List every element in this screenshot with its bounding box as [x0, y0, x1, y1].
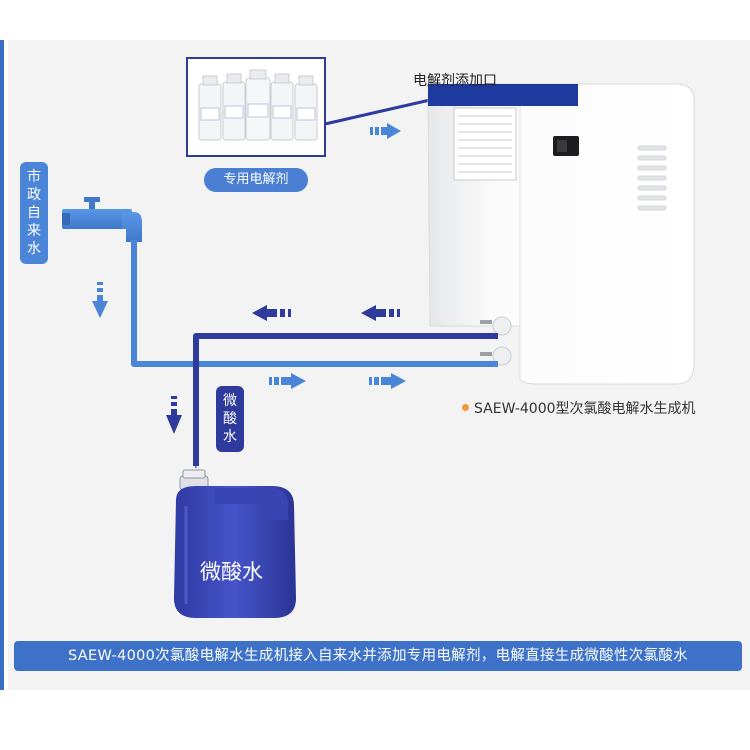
acid-water-char: 水	[223, 429, 237, 445]
acid-down-arrow	[166, 396, 182, 434]
bottle-2	[222, 73, 246, 141]
tap-water-char: 水	[27, 241, 41, 257]
tap-water-char: 来	[27, 223, 41, 239]
return-arrow-2	[361, 305, 400, 321]
tap-water-char: 政	[27, 187, 41, 203]
inlet-flow-arrow	[370, 123, 401, 139]
return-arrow-1	[252, 305, 291, 321]
tap-water-char: 自	[27, 205, 41, 221]
acid-water-char: 微	[223, 393, 237, 409]
acid-water-pipe	[193, 333, 498, 466]
electrolysis-machine	[427, 83, 695, 385]
supply-arrow-1	[269, 373, 306, 389]
jug-label: 微酸水	[200, 560, 263, 584]
machine-caption: SAEW-4000型次氯酸电解水生成机	[474, 401, 696, 417]
tap-water-char: 市	[27, 169, 41, 185]
tap-faucet	[62, 197, 142, 242]
acid-water-jug	[174, 469, 296, 618]
bottom-banner: SAEW-4000次氯酸电解水生成机接入自来水并添加专用电解剂，电解直接生成微酸…	[14, 641, 742, 671]
tap-down-arrow	[92, 282, 108, 318]
outlet-port	[492, 316, 512, 336]
spec-label	[453, 107, 517, 181]
electrolyte-inlet-lid	[428, 84, 578, 106]
electrolyte-bottles-image	[186, 57, 326, 157]
supply-arrow-2	[369, 373, 406, 389]
tap-water-label: 市 政 自 来 水	[20, 162, 48, 264]
inlet-port	[492, 346, 512, 366]
bottle-1	[198, 75, 222, 141]
vent-slots	[637, 145, 667, 211]
acid-water-char: 酸	[223, 411, 237, 427]
acid-water-label: 微 酸 水	[216, 386, 244, 452]
electrolyte-inlet-label: 电解剂添加口	[413, 73, 497, 89]
bottle-3	[245, 69, 271, 141]
bottle-5	[294, 75, 318, 141]
left-accent-bar	[0, 40, 4, 690]
inlet-connector-line	[324, 98, 431, 126]
electrolyte-label: 专用电解剂	[204, 168, 308, 192]
caption-bullet	[462, 404, 469, 411]
tap-water-pipe	[131, 240, 498, 367]
bottle-4	[270, 73, 294, 141]
